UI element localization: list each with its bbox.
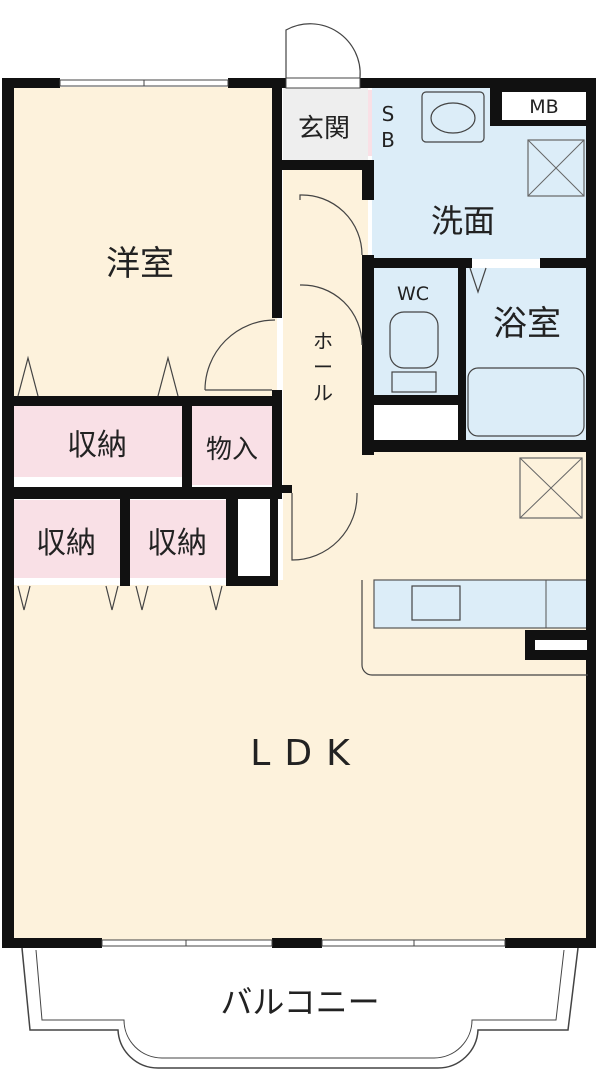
balcony-label: バルコニー [220, 983, 379, 1021]
storeroom-label: 物入 [206, 435, 258, 465]
storage-mid-fill [130, 500, 226, 578]
storage-left-label: 収納 [36, 526, 96, 561]
doors [17, 23, 487, 611]
storage-left-fill [14, 500, 120, 578]
bathroom-label: 浴室 [493, 304, 561, 344]
storage-mid-label: 収納 [147, 526, 207, 561]
ldk-floor [12, 450, 588, 940]
balcony-outline [21, 947, 579, 1069]
storeroom-fill [192, 405, 274, 485]
storage-top-fill [14, 405, 182, 477]
washbasin [421, 91, 485, 143]
walls [2, 78, 596, 948]
windows [59, 79, 506, 947]
western-room-floor [12, 87, 277, 397]
room-fills [12, 87, 589, 940]
hall-label: ホール [313, 329, 333, 405]
toilet [389, 311, 439, 369]
balcony-inner [35, 949, 565, 1059]
kitchen-counter [373, 579, 589, 629]
washroom-label: 洗面 [431, 202, 495, 240]
kitchen-sink [411, 585, 461, 621]
wc-label: WC [397, 283, 429, 305]
meter-box-label: MB [529, 96, 558, 118]
western-room-label: 洋室 [106, 244, 174, 284]
fixtures [361, 91, 588, 676]
washer-pan [527, 139, 585, 197]
ldk-label: LDK [250, 733, 363, 774]
bathtub [467, 367, 585, 437]
ldk-vent [519, 457, 583, 519]
entrance-label: 玄関 [298, 114, 350, 144]
storage-top-label: 収納 [67, 428, 127, 463]
entrance-floor [283, 87, 368, 165]
